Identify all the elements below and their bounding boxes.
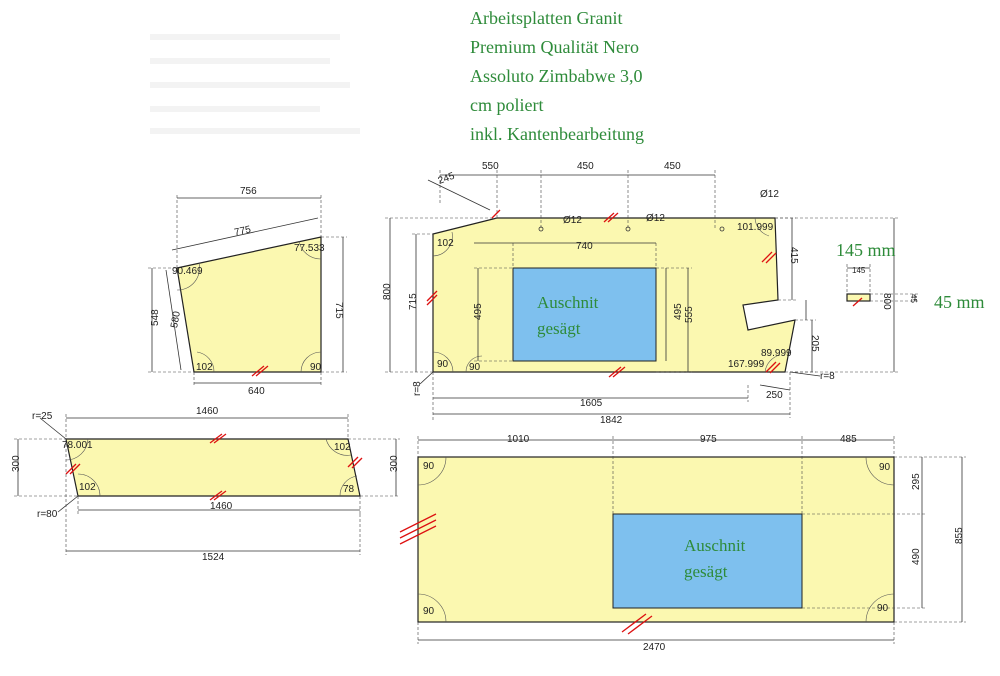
p1-dim-580: 580 <box>169 310 183 329</box>
strip-width-label: 145 mm <box>836 240 896 260</box>
piece-1-slab[interactable] <box>176 236 322 373</box>
piece-4-cutout-line-1: Auschnit <box>684 536 746 555</box>
strip-slab[interactable] <box>846 293 871 302</box>
p3-angle-tl: 78.001 <box>62 440 93 451</box>
title-block: Arbeitsplatten Granit Premium Qualität N… <box>470 4 644 149</box>
p3-dim-1460-bottom: 1460 <box>210 501 233 512</box>
p2-dim-phi-1: Ø12 <box>563 215 582 226</box>
p1-angle-br: 90 <box>310 362 322 373</box>
p3-dim-r25: r=25 <box>32 411 53 422</box>
piece-2-cutout-label: Auschnit gesägt <box>537 290 598 342</box>
p1-dim-715: 715 <box>333 302 344 319</box>
strip-dim-45: 45 <box>909 294 918 303</box>
strip-dim-145: 145 <box>852 266 866 275</box>
p2-dim-450a: 450 <box>577 161 594 172</box>
title-line-4: cm poliert <box>470 95 544 115</box>
p2-angle-br1: 167.999 <box>728 359 765 370</box>
p4-angle-tl: 90 <box>423 461 435 472</box>
p1-dim-756: 756 <box>240 186 257 197</box>
p2-dim-205: 205 <box>809 335 820 352</box>
p2-dim-1842: 1842 <box>600 415 623 426</box>
piece-4-cutout-line-2: gesägt <box>684 562 728 581</box>
piece-3-slab[interactable] <box>65 438 361 497</box>
p3-angle-br: 78 <box>343 484 355 495</box>
p2-dim-1605: 1605 <box>580 398 603 409</box>
p4-angle-bl: 90 <box>423 606 435 617</box>
piece-4-cutout-label: Auschnit gesägt <box>684 533 745 585</box>
p4-dim-855: 855 <box>954 527 965 544</box>
title-line-1: Arbeitsplatten Granit <box>470 8 623 28</box>
p2-angle-tr: 101.999 <box>737 222 774 233</box>
p1-angle-bl: 102 <box>196 362 213 373</box>
piece-2-cutout-line-2: gesägt <box>537 319 581 338</box>
p2-dim-555: 555 <box>684 306 695 323</box>
p3-angle-tr: 102 <box>334 442 351 453</box>
p2-dim-415: 415 <box>788 247 799 264</box>
strip-dim-800: 800 <box>881 293 892 310</box>
p4-dim-2470: 2470 <box>643 642 666 653</box>
p3-edge-markers <box>65 433 363 501</box>
p2-dim-800: 800 <box>382 283 393 300</box>
p2-edge-markers <box>426 209 781 378</box>
p4-dim-975: 975 <box>700 434 717 445</box>
p1-dim-775: 775 <box>233 224 252 238</box>
piece-2-cutout[interactable] <box>512 267 657 362</box>
p1-angle-tl: 90.469 <box>172 266 203 277</box>
p4-dim-1010: 1010 <box>507 434 530 445</box>
strip-piece: 145 800 45 <box>775 217 919 373</box>
p2-dim-250: 250 <box>766 390 783 401</box>
p2-angle-bl: 90 <box>437 359 449 370</box>
p2-angle-tl: 102 <box>437 238 454 249</box>
piece-2-cutout-line-1: Auschnit <box>537 293 599 312</box>
piece-4: 1010 975 485 295 490 855 2470 90 90 90 9… <box>399 434 966 653</box>
p2-angle-br2: 89.999 <box>761 348 792 359</box>
p1-edge-marker <box>251 365 269 377</box>
p2-dim-r8a: r=8 <box>412 381 423 396</box>
strip-height-label: 45 mm <box>934 292 985 312</box>
p2-dim-495a: 495 <box>473 303 484 320</box>
title-line-3: Assoluto Zimbabwe 3,0 <box>470 66 643 86</box>
p1-angle-tr: 77.533 <box>294 243 325 254</box>
title-line-5: inkl. Kantenbearbeitung <box>470 124 644 144</box>
p3-angle-bl: 102 <box>79 482 96 493</box>
p4-angle-tr: 90 <box>879 462 891 473</box>
p2-angle-b2: 90 <box>469 362 481 373</box>
p4-edge-markers <box>399 513 653 635</box>
piece-1: 756 775 548 580 715 640 90.469 77.533 10… <box>148 186 347 397</box>
p3-dim-1460-top: 1460 <box>196 406 219 417</box>
p2-dim-phi-2: Ø12 <box>646 213 665 224</box>
title-line-2: Premium Qualität Nero <box>470 37 639 57</box>
p2-dim-715: 715 <box>408 293 419 310</box>
p4-dim-485: 485 <box>840 434 857 445</box>
piece-2: 245 550 450 450 Ø12 Ø12 Ø12 740 800 715 … <box>382 161 835 426</box>
p1-dim-640: 640 <box>248 386 265 397</box>
strip-edge-marker <box>852 297 863 307</box>
p2-dim-245: 245 <box>437 171 457 187</box>
p1-dim-548: 548 <box>150 309 161 326</box>
p2-dim-495b: 495 <box>673 303 684 320</box>
p3-dim-300-left: 300 <box>11 455 22 472</box>
piece-3: 1460 1460 1524 300 300 r=25 r=80 78.001 … <box>11 406 400 563</box>
faded-text-artifacts <box>150 34 360 134</box>
p4-angle-br: 90 <box>877 603 889 614</box>
p3-dim-r80: r=80 <box>37 509 58 520</box>
p2-dim-740: 740 <box>576 241 593 252</box>
p2-dim-450b: 450 <box>664 161 681 172</box>
piece-4-cutout[interactable] <box>612 513 803 609</box>
p3-dim-1524: 1524 <box>202 552 225 563</box>
p2-dim-phi-3: Ø12 <box>760 189 779 200</box>
p4-dim-295: 295 <box>911 473 922 490</box>
p2-dim-r8b: r=8 <box>820 371 835 382</box>
p2-dim-550: 550 <box>482 161 499 172</box>
p3-dim-300-right: 300 <box>389 455 400 472</box>
p4-dim-490: 490 <box>911 548 922 565</box>
